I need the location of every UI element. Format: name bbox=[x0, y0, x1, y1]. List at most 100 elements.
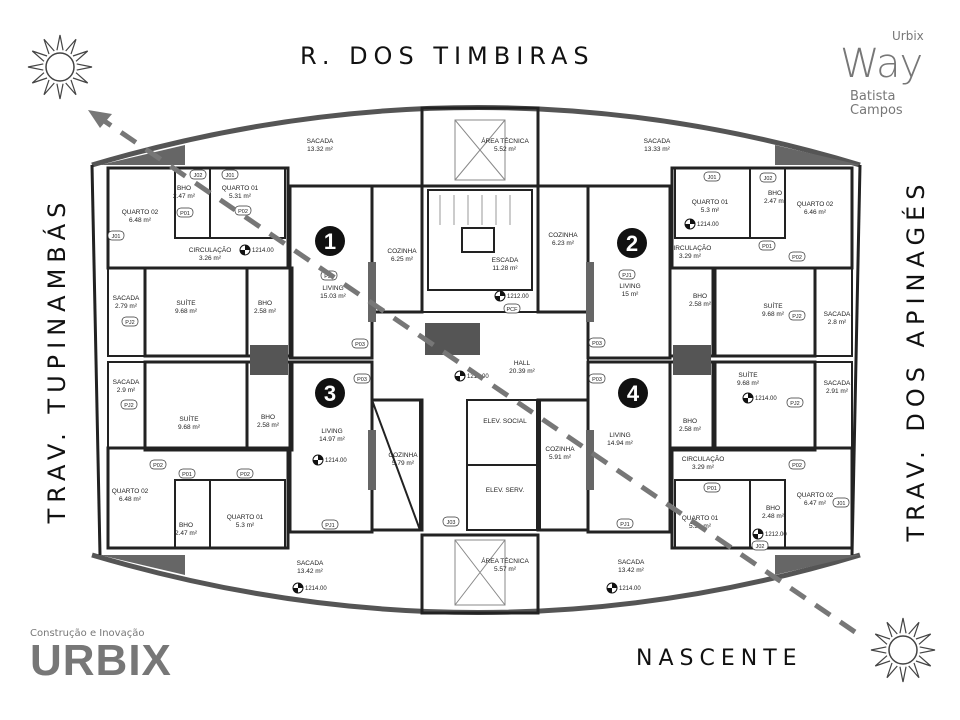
room-area: 11.28 m² bbox=[492, 265, 518, 272]
sun-ray bbox=[919, 646, 936, 654]
frame-tag: P01 bbox=[758, 240, 776, 251]
dashed-arrow-icon bbox=[98, 115, 857, 635]
sun-ray bbox=[886, 621, 898, 638]
frame-tag: PJ2 bbox=[121, 316, 139, 327]
frame-tag-label: PJ2 bbox=[790, 401, 799, 407]
room-wall bbox=[174, 479, 211, 549]
unit-number-badge: 2 bbox=[617, 228, 647, 258]
room-area: 2.8 m² bbox=[828, 319, 847, 326]
frame-tag: P02 bbox=[788, 459, 806, 470]
room-area: 13.42 m² bbox=[618, 567, 644, 574]
room-area: 13.33 m² bbox=[644, 146, 670, 153]
frame-tag-outline bbox=[321, 519, 339, 530]
frame-tag-outline bbox=[703, 482, 721, 493]
room-area: 20.39 m² bbox=[509, 368, 535, 375]
sun-ray bbox=[870, 646, 887, 654]
unit-number-badge: 1 bbox=[315, 226, 345, 256]
frame-tag-outline bbox=[758, 240, 776, 251]
frame-tag-outline bbox=[351, 338, 369, 349]
frame-tag-label: P02 bbox=[240, 472, 250, 478]
level-fill bbox=[743, 393, 753, 403]
balcony-arc-bottom bbox=[91, 552, 861, 615]
frame-tag-label: P03 bbox=[355, 342, 365, 348]
room-label: QUARTO 02 bbox=[122, 209, 159, 216]
level-value: 1214.00 bbox=[325, 458, 347, 464]
room-label: BHO bbox=[766, 505, 780, 512]
room-area: 13.42 m² bbox=[297, 568, 323, 575]
balcony-small-wall bbox=[814, 361, 853, 449]
room-area: 2.58 m² bbox=[689, 301, 712, 308]
room-area: 5.3 m² bbox=[701, 207, 720, 214]
frame-tag-label: J01 bbox=[112, 234, 121, 240]
badge-circle bbox=[315, 378, 345, 408]
frame-tag: P02 bbox=[234, 205, 252, 216]
level-fill bbox=[240, 245, 250, 255]
structural-corner bbox=[100, 555, 185, 575]
level-fill bbox=[313, 455, 323, 465]
frame-tag: P02 bbox=[149, 459, 167, 470]
frame-tag-label: P03 bbox=[592, 341, 602, 347]
sun-ray bbox=[43, 79, 55, 96]
frame-tag-label: J03 bbox=[447, 520, 456, 526]
structural-corner bbox=[100, 145, 185, 165]
level-value: 1212.00 bbox=[507, 294, 529, 300]
frame-tag-label: P02 bbox=[792, 463, 802, 469]
room-label: SACADA bbox=[824, 311, 851, 318]
level-fill bbox=[495, 291, 505, 301]
logo-location-2: Campos bbox=[850, 103, 903, 118]
room-label: QUARTO 02 bbox=[797, 492, 834, 499]
frame-tag-outline bbox=[618, 269, 636, 280]
room-wall bbox=[674, 479, 751, 549]
room-area: 9.68 m² bbox=[737, 380, 760, 387]
room-label: QUARTO 01 bbox=[222, 185, 259, 192]
sun-ray bbox=[874, 655, 891, 667]
frame-tag: PCF bbox=[503, 303, 521, 314]
frame-tag-label: P01 bbox=[762, 244, 772, 250]
area-tecnica-top bbox=[420, 106, 540, 188]
room-label: LIVING bbox=[609, 432, 630, 439]
room-area: 6.25 m² bbox=[391, 256, 414, 263]
frame-tag-label: PJ2 bbox=[792, 314, 801, 320]
logo-brand: Urbix bbox=[892, 29, 924, 43]
balcony-small-wall bbox=[107, 361, 146, 449]
frame-tag-outline bbox=[189, 169, 207, 180]
frame-tag-outline bbox=[759, 172, 777, 183]
room-label: ELEV. SERV. bbox=[486, 487, 525, 494]
sun-ray bbox=[72, 50, 89, 62]
room-label: COZINHA bbox=[388, 452, 418, 459]
unit-wall bbox=[245, 360, 294, 452]
room-label: QUARTO 01 bbox=[682, 515, 719, 522]
room-area: 6.47 m² bbox=[804, 500, 827, 507]
shaft bbox=[454, 119, 506, 181]
frame-tag: P02 bbox=[788, 251, 806, 262]
frame-tag-outline bbox=[234, 205, 252, 216]
badge-circle bbox=[617, 228, 647, 258]
frame-tag-label: PJ2 bbox=[124, 403, 133, 409]
frame-tag-outline bbox=[503, 303, 521, 314]
room-area: 5.52 m² bbox=[494, 146, 517, 153]
room-area: 9.68 m² bbox=[762, 311, 785, 318]
room-label: QUARTO 02 bbox=[112, 488, 149, 495]
frame-tag-outline bbox=[832, 497, 850, 508]
room-area: 14.94 m² bbox=[607, 440, 633, 447]
sun-ray bbox=[76, 63, 93, 71]
level-marker-icon: 1214.00 bbox=[239, 244, 274, 256]
badge-circle bbox=[618, 378, 648, 408]
frame-tag-label: J02 bbox=[194, 173, 203, 179]
frame-tag-label: PCF bbox=[507, 307, 519, 313]
level-fill bbox=[753, 529, 763, 539]
room-area: 5.91 m² bbox=[549, 454, 572, 461]
room-label: BHO bbox=[683, 418, 697, 425]
unit-wall bbox=[668, 360, 717, 452]
frame-tag: PJ1 bbox=[321, 519, 339, 530]
room-area: 15.03 m² bbox=[320, 293, 346, 300]
frame-tag: P01 bbox=[176, 207, 194, 218]
frame-tag-outline bbox=[120, 399, 138, 410]
frame-tag-outline bbox=[788, 251, 806, 262]
frame-tag-label: PJ2 bbox=[125, 320, 134, 326]
frame-tag-label: P01 bbox=[707, 486, 717, 492]
sun-ray bbox=[899, 617, 907, 634]
level-marker-icon: 1214.00 bbox=[312, 454, 347, 466]
level-marker-icon: 1214.00 bbox=[292, 582, 327, 594]
